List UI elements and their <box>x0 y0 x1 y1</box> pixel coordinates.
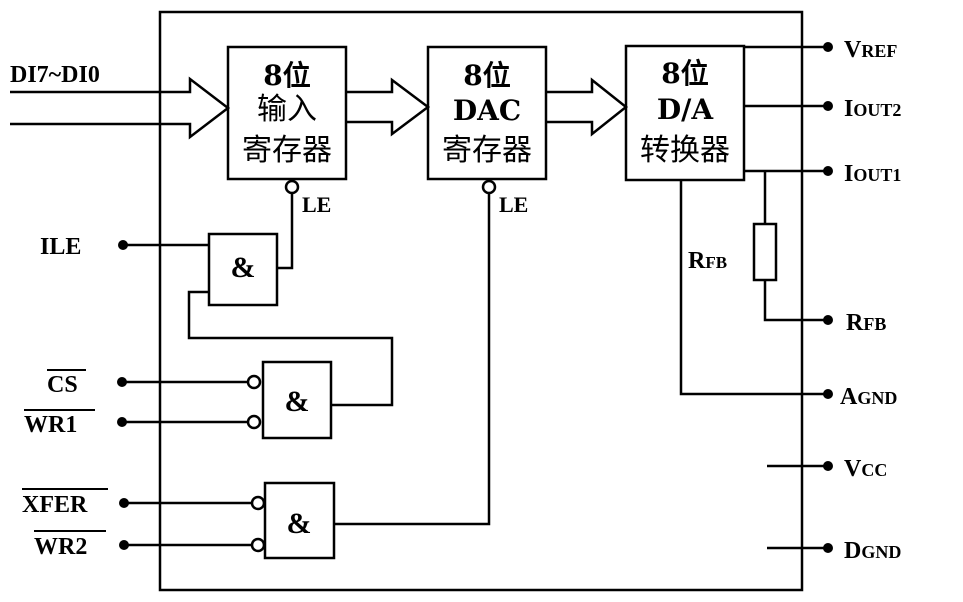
feedback-resistor <box>752 222 778 282</box>
xfer-pin-label: XFER <box>22 492 88 518</box>
wires-right <box>679 45 826 550</box>
vref-pin-dot <box>823 42 833 52</box>
and-gate-1-symbol: & <box>231 251 256 284</box>
dac-register-line3: 寄存器 <box>442 133 532 168</box>
ile-pin-label: ILE <box>40 234 81 260</box>
dgnd-pin-dot <box>823 543 833 553</box>
ile-pin-dot <box>118 240 128 250</box>
wires-gate-2 <box>123 380 248 424</box>
and-gate-2 <box>261 360 333 440</box>
wr1-pin-dot <box>117 417 127 427</box>
xfer-pin-dot <box>119 498 129 508</box>
wr2-pin-dot <box>119 540 129 550</box>
dac-register-line2: DAC <box>453 94 521 127</box>
and-gate-1 <box>207 232 279 307</box>
vcc-pin-dot <box>823 461 833 471</box>
agnd-pin-dot <box>823 389 833 399</box>
cs-pin-label: CS <box>47 372 78 398</box>
input-register-block <box>226 45 348 181</box>
rfb-pin-label: RFB <box>846 310 886 336</box>
le-bubble-2 <box>481 179 497 195</box>
input-register-line2: 输入 <box>257 92 317 127</box>
vref-pin-label: VREF <box>844 37 897 63</box>
converter-line2: D/A <box>657 93 715 126</box>
cs-bubble <box>246 374 262 390</box>
rfb-pin-dot <box>823 315 833 325</box>
le-label-1: LE <box>302 192 331 217</box>
le-label-2: LE <box>499 192 528 217</box>
iout1-pin-dot <box>823 166 833 176</box>
and-gate-3-symbol: & <box>287 507 312 540</box>
vcc-pin-label: VCC <box>844 456 887 482</box>
xfer-bubble <box>250 495 266 511</box>
converter-block <box>624 44 746 182</box>
input-register-line1: 8位 <box>263 59 310 92</box>
dgnd-pin-label: DGND <box>844 538 901 564</box>
bus-arrow-2 <box>546 77 629 137</box>
le-bubble-1 <box>284 179 300 195</box>
wr2-bubble <box>250 537 266 553</box>
wr1-pin-label: WR1 <box>24 412 77 438</box>
and-gate-3 <box>263 481 336 560</box>
iout1-pin-label: IOUT1 <box>844 161 901 187</box>
agnd-pin-label: AGND <box>840 384 897 410</box>
bus-input-label: DI7~DI0 <box>10 62 100 88</box>
chip-outline <box>158 10 804 592</box>
and-gate-2-symbol: & <box>285 385 310 418</box>
wires-gate-3 <box>124 193 491 547</box>
feedback-resistor-label: RFB <box>688 248 727 274</box>
cs-pin-dot <box>117 377 127 387</box>
wires-gate-1 <box>124 193 394 407</box>
dac-register-line1: 8位 <box>463 59 510 92</box>
dac-register-block <box>426 45 548 181</box>
wr1-bubble <box>246 414 262 430</box>
converter-line1: 8位 <box>661 57 708 90</box>
bus-arrow-1 <box>346 77 431 137</box>
iout2-pin-dot <box>823 101 833 111</box>
iout2-pin-label: IOUT2 <box>844 96 901 122</box>
wr2-pin-label: WR2 <box>34 534 87 560</box>
converter-line3: 转换器 <box>640 133 730 168</box>
input-register-line3: 寄存器 <box>242 133 332 168</box>
